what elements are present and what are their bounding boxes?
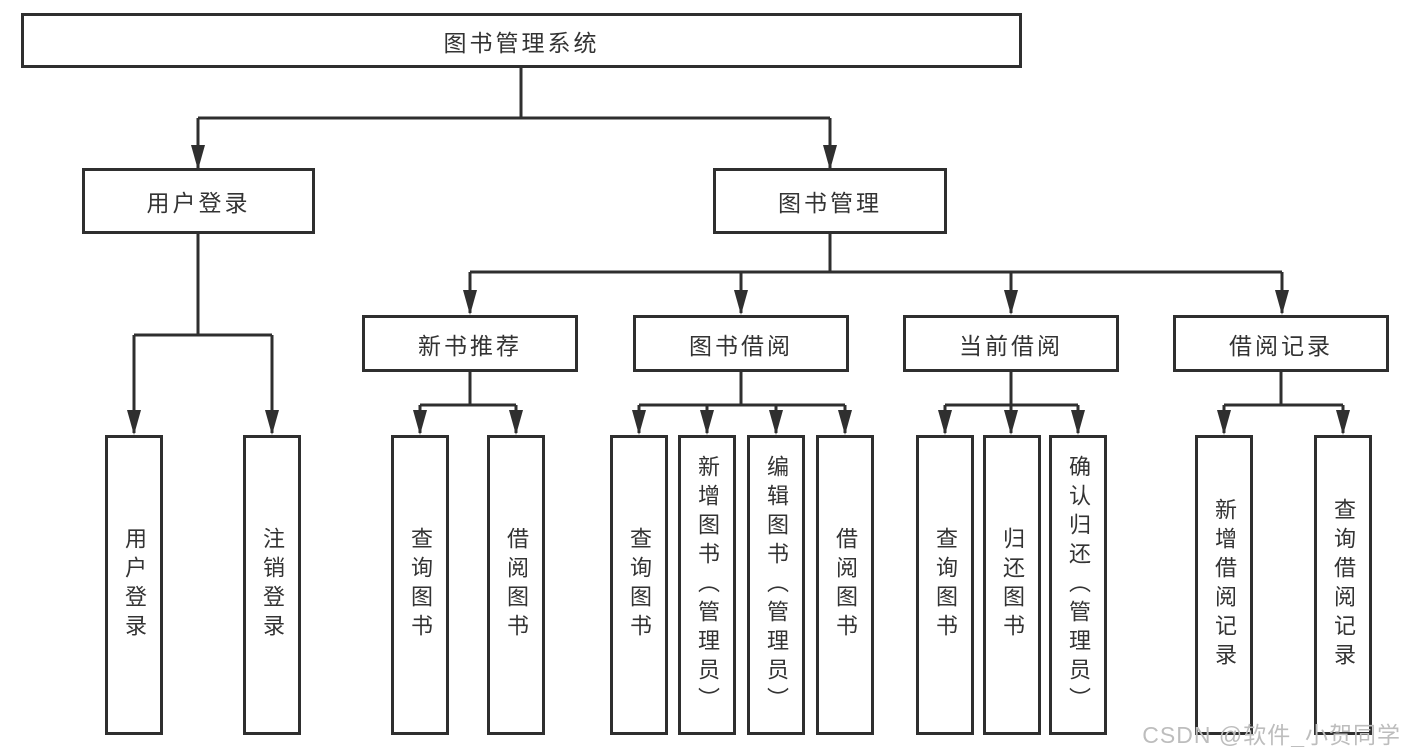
- node-label: 图书管理系统: [443, 29, 600, 56]
- node-label: 用户登录: [146, 190, 251, 216]
- leaf-query-books-current: 查询图书: [916, 435, 974, 735]
- node-current-borrow: 当前借阅: [903, 315, 1119, 372]
- leaf-label: 确认归还（管理员）: [1066, 454, 1091, 716]
- arrowhead: [1217, 410, 1231, 435]
- arrowhead: [823, 145, 837, 170]
- leaf-add-books-admin: 新增图书（管理员）: [678, 435, 736, 735]
- leaf-borrow-books: 借阅图书: [816, 435, 874, 735]
- arrowhead: [413, 410, 427, 435]
- node-book-management: 图书管理: [713, 168, 947, 234]
- arrowhead: [632, 410, 646, 435]
- leaf-query-books-borrow: 查询图书: [610, 435, 668, 735]
- arrowhead: [265, 410, 279, 435]
- node-user-login: 用户登录: [82, 168, 315, 234]
- leaf-confirm-return-admin: 确认归还（管理员）: [1049, 435, 1107, 735]
- node-label: 图书管理: [778, 190, 882, 216]
- leaf-borrow-books-recommend: 借阅图书: [487, 435, 545, 735]
- arrowhead: [700, 410, 714, 435]
- connector-borrow-records-split: [1222, 372, 1345, 433]
- leaf-return-books: 归还图书: [983, 435, 1041, 735]
- leaf-add-borrow-record: 新增借阅记录: [1195, 435, 1253, 735]
- arrowhead: [734, 290, 748, 315]
- leaf-label: 新增借阅记录: [1212, 498, 1237, 672]
- leaf-query-books-recommend: 查询图书: [391, 435, 449, 735]
- arrowhead: [1004, 410, 1018, 435]
- connector-book-management-split: [468, 234, 1284, 313]
- leaf-logout: 注销登录: [243, 435, 301, 735]
- leaf-label: 编辑图书（管理员）: [764, 454, 789, 716]
- arrowhead: [1275, 290, 1289, 315]
- leaf-label: 用户登录: [122, 527, 147, 643]
- node-label: 新书推荐: [418, 332, 522, 359]
- leaf-label: 查询图书: [627, 527, 652, 643]
- node-book-borrow: 图书借阅: [633, 315, 849, 372]
- connector-book-borrow-split: [637, 372, 847, 433]
- arrowhead: [127, 410, 141, 435]
- leaf-label: 查询借阅记录: [1331, 498, 1356, 672]
- arrowhead: [191, 145, 205, 170]
- watermark: CSDN @软件_小贺同学: [1142, 722, 1401, 747]
- node-label: 图书借阅: [689, 332, 793, 359]
- leaf-label: 新增图书（管理员）: [695, 454, 720, 716]
- connector-root-split: [196, 68, 832, 168]
- connector-user-login-split: [132, 234, 274, 433]
- node-label: 当前借阅: [959, 332, 1063, 359]
- arrowheads: [127, 145, 1350, 435]
- node-library-system: 图书管理系统: [21, 13, 1022, 68]
- node-label: 借阅记录: [1229, 332, 1333, 359]
- leaf-label: 查询图书: [933, 527, 958, 643]
- leaf-label: 借阅图书: [504, 527, 529, 643]
- arrowhead: [1071, 410, 1085, 435]
- arrowhead: [463, 290, 477, 315]
- leaf-label: 归还图书: [1000, 527, 1025, 643]
- node-new-book-recommend: 新书推荐: [362, 315, 578, 372]
- leaf-query-borrow-record: 查询借阅记录: [1314, 435, 1372, 735]
- connector-new-book-split: [418, 372, 518, 433]
- leaf-label: 查询图书: [408, 527, 433, 643]
- node-borrow-records: 借阅记录: [1173, 315, 1389, 372]
- leaf-label: 注销登录: [260, 527, 285, 643]
- leaf-user-login: 用户登录: [105, 435, 163, 735]
- arrowhead: [838, 410, 852, 435]
- arrowhead: [938, 410, 952, 435]
- arrowhead: [769, 410, 783, 435]
- arrowhead: [1004, 290, 1018, 315]
- arrowhead: [1336, 410, 1350, 435]
- arrowhead: [509, 410, 523, 435]
- leaf-label: 借阅图书: [833, 527, 858, 643]
- leaf-edit-books-admin: 编辑图书（管理员）: [747, 435, 805, 735]
